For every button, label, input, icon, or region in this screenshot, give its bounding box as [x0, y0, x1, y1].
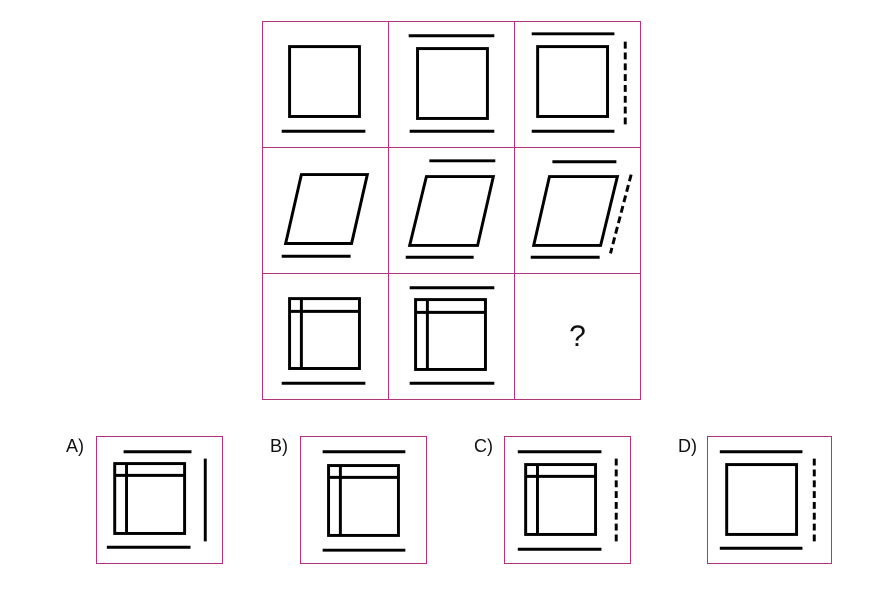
- grid-cell-r1c3: [514, 21, 641, 148]
- parallelogram-lines-dashed-figure: [530, 160, 633, 259]
- grid-square-top-bottom-lines-figure: [409, 286, 495, 385]
- option-b-figure: [322, 450, 406, 552]
- option-d-figure: [719, 450, 816, 550]
- grid-cell-r2c2: [388, 147, 515, 274]
- option-c-label: C): [474, 436, 493, 456]
- option-a-label: A): [66, 436, 84, 456]
- grid-cell-r3c3-missing: ?: [514, 273, 641, 400]
- square-top-bottom-lines-figure: [408, 34, 495, 133]
- grid-cell-r1c2: [388, 21, 515, 148]
- option-c-figure: [517, 450, 618, 551]
- option-d[interactable]: [707, 436, 832, 564]
- grid-cell-r2c3: [514, 147, 641, 274]
- parallelogram-top-bottom-lines-figure: [405, 159, 496, 259]
- option-a-figure: [106, 450, 207, 549]
- option-d-label: D): [678, 436, 697, 456]
- grid-cell-r2c1: [262, 147, 389, 274]
- square-bottom-line-figure: [281, 45, 366, 133]
- option-a[interactable]: [96, 436, 223, 564]
- grid-square-bottom-line-figure: [281, 297, 366, 385]
- grid-cell-r3c2: [388, 273, 515, 400]
- grid-cell-r1c1: [262, 21, 389, 148]
- question-mark: ?: [569, 319, 586, 353]
- square-lines-dashed-figure: [531, 32, 627, 133]
- grid-cell-r3c1: [262, 273, 389, 400]
- option-b[interactable]: [300, 436, 427, 564]
- parallelogram-bottom-line-figure: [281, 173, 370, 258]
- option-c[interactable]: [504, 436, 631, 564]
- option-b-label: B): [270, 436, 288, 456]
